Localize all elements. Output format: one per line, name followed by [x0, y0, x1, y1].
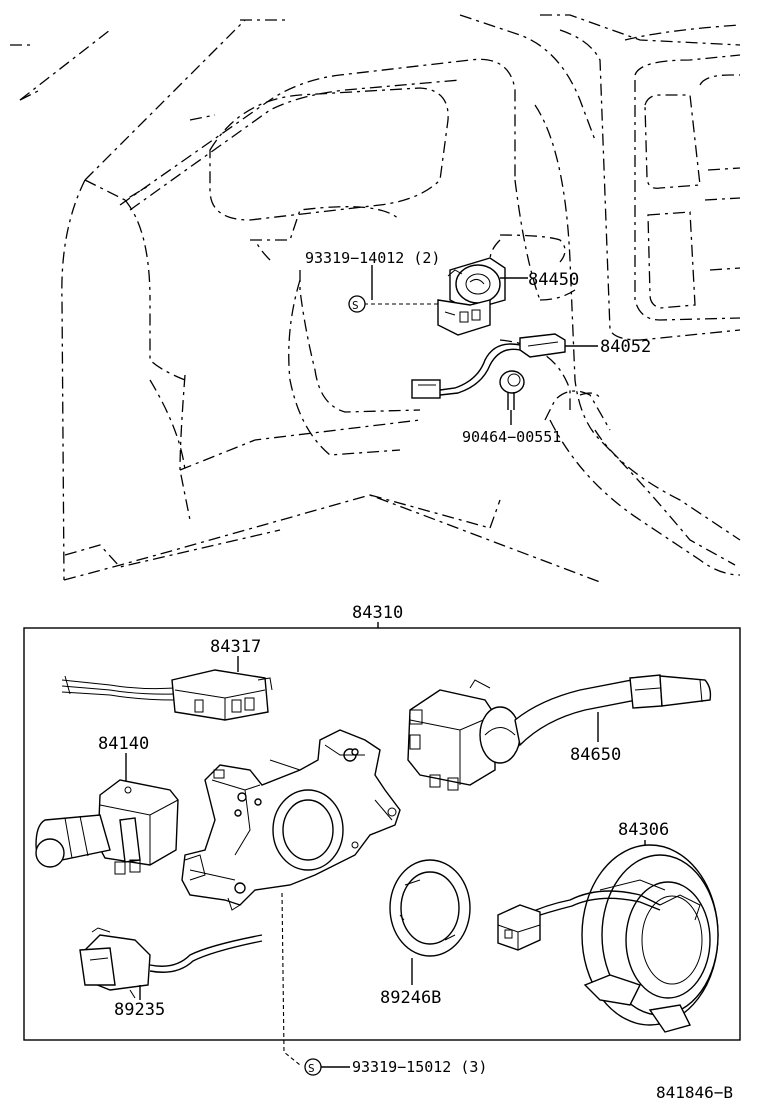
label-84052: 84052	[600, 337, 651, 357]
label-90464-00551: 90464−00551	[462, 428, 561, 446]
label-89246b: 89246B	[380, 988, 441, 1008]
label-84306: 84306	[618, 820, 669, 840]
connector-84317	[61, 669, 273, 721]
assembly-84310-box	[23, 627, 741, 1041]
switch-84140	[35, 779, 179, 875]
harness-84052	[411, 333, 566, 399]
clip-90464	[499, 370, 525, 410]
sensor-89235	[79, 927, 263, 999]
switch-84650	[407, 674, 712, 791]
label-84650: 84650	[570, 745, 621, 765]
label-84310: 84310	[352, 603, 403, 623]
screw-symbol-icon: S	[304, 1058, 322, 1076]
spiral-cable-84306	[497, 844, 719, 1033]
screw-symbol-icon: S	[348, 295, 366, 313]
label-89235: 89235	[114, 1000, 165, 1020]
column-body	[181, 729, 401, 911]
label-bolt-93319-15012: 93319−15012 (3)	[352, 1058, 487, 1076]
label-bolt-93319-14012: 93319−14012 (2)	[305, 249, 440, 267]
label-84317: 84317	[210, 637, 261, 657]
diagram-code: 841846−B	[656, 1083, 733, 1102]
dashboard-outline	[10, 14, 741, 583]
screw-symbol-label: S	[352, 299, 359, 312]
label-84140: 84140	[98, 734, 149, 754]
label-84450: 84450	[528, 270, 579, 290]
switch-84450	[437, 257, 506, 336]
ring-89246b	[389, 859, 471, 957]
leader-bolt-bottom	[281, 892, 301, 1066]
screw-symbol-label-bottom: S	[308, 1062, 315, 1075]
